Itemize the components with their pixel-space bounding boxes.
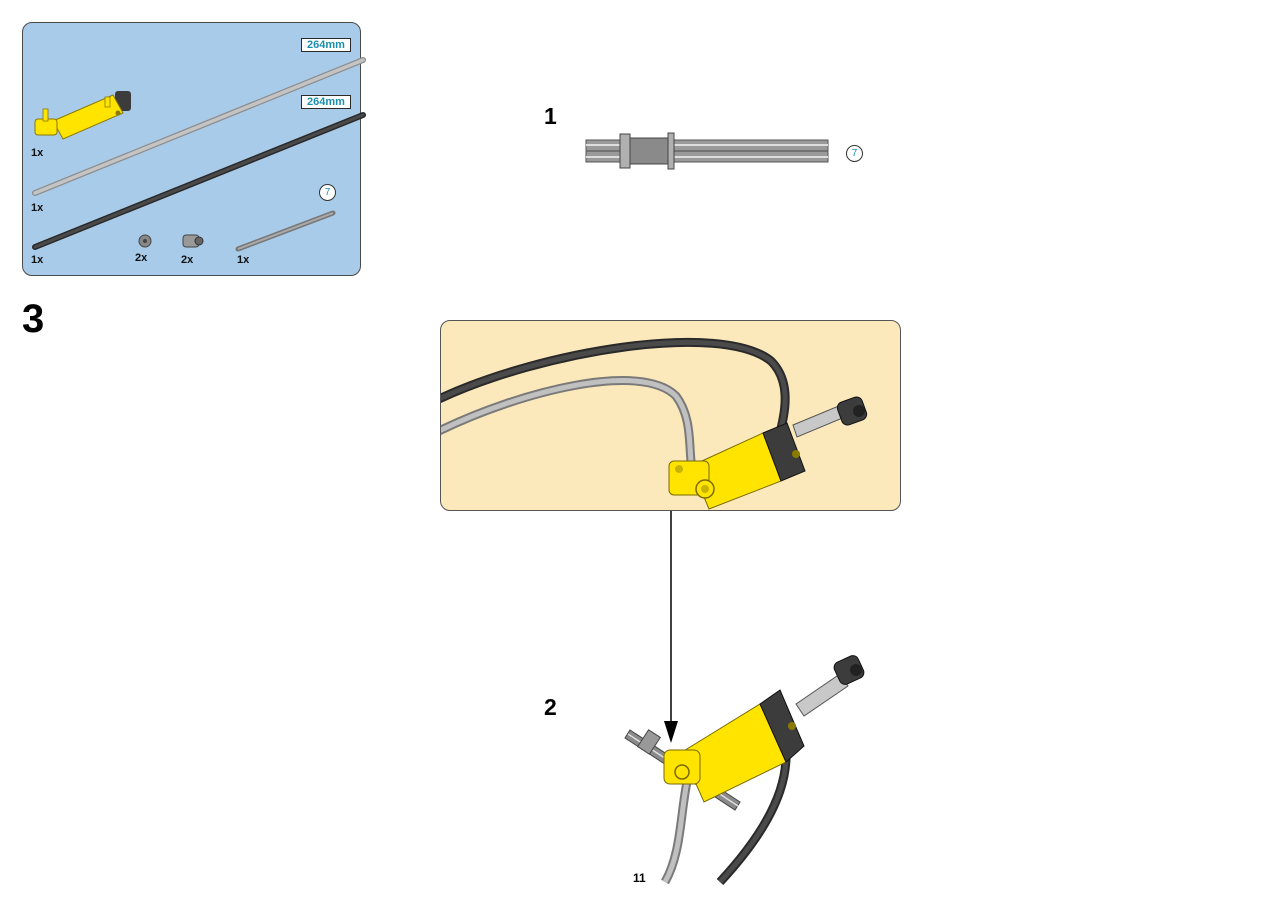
- axle-assembly-illustration: [585, 132, 829, 170]
- tube-length-label-1: 264mm: [301, 38, 351, 52]
- parts-list-box: 264mm 264mm 7 1x 1x 1x 2x 2x 1x: [22, 22, 366, 276]
- pneumatic-cylinder-icon: [34, 91, 131, 140]
- t-piece-icon: [182, 234, 204, 248]
- final-assembly-illustration: [624, 655, 865, 886]
- parts-illustration: [32, 57, 366, 252]
- substep-2-number: 2: [544, 694, 557, 720]
- main-step-number: 3: [22, 297, 45, 341]
- qty-cylinder: 1x: [31, 147, 44, 159]
- bush-icon: [138, 234, 152, 248]
- axle-icon: [235, 210, 336, 252]
- callout-arrow: [664, 511, 678, 743]
- qty-dark-tube: 1x: [31, 254, 44, 266]
- page-number: 11: [633, 871, 646, 885]
- substep-1-axle-size: 7: [846, 145, 863, 162]
- axle-size-circle: 7: [319, 184, 336, 201]
- qty-axle: 1x: [237, 254, 250, 266]
- callout-illustration: [441, 337, 868, 510]
- substep-1-number: 1: [544, 103, 557, 129]
- tube-length-label-2: 264mm: [301, 95, 351, 109]
- qty-bush: 2x: [135, 252, 148, 264]
- qty-t-piece: 2x: [181, 254, 194, 266]
- assembly-callout: [440, 320, 901, 511]
- qty-light-tube: 1x: [31, 202, 44, 214]
